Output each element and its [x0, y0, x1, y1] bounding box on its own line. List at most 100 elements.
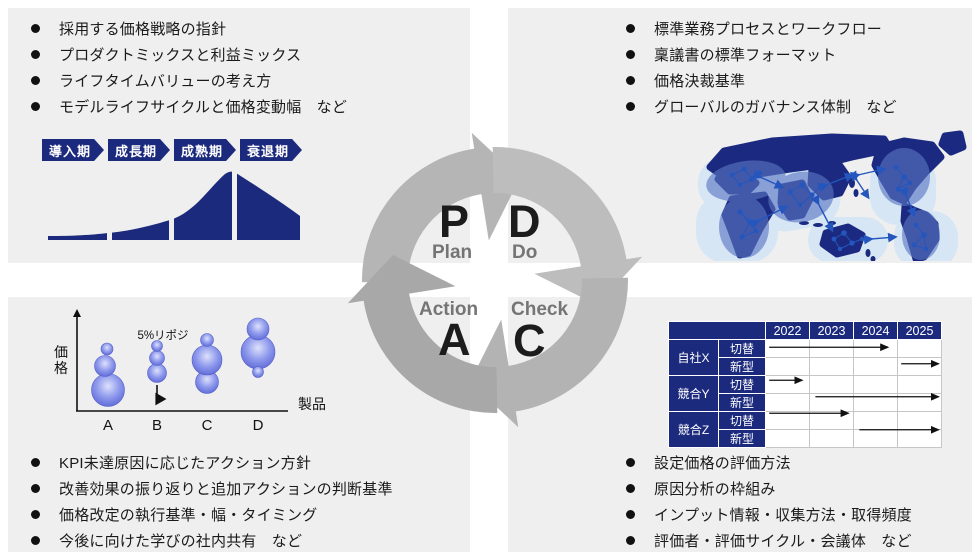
bullet-text: 採用する価格戦略の指針 [59, 20, 227, 38]
timeline-cell [765, 429, 810, 448]
list-item: 価格決裁基準 [626, 67, 897, 93]
bubble-cluster-a [91, 342, 125, 407]
sub-cell: 切替 [718, 375, 766, 394]
bullet-icon [31, 23, 40, 33]
x-axis-label: 製品 [298, 396, 326, 412]
y-axis-label-char1: 価 [54, 344, 68, 360]
bullet-icon [31, 535, 40, 545]
bullet-icon [626, 75, 635, 85]
timeline-cell [897, 393, 942, 412]
lifecycle-curve-chart [48, 163, 300, 243]
pdca-cycle-ring [347, 132, 643, 428]
stage-chevron: 衰退期 [240, 139, 302, 161]
bullet-text: 価格決裁基準 [654, 72, 746, 90]
timeline-cell [809, 339, 854, 358]
gantt-corner-cell [668, 321, 766, 340]
timeline-cell [853, 375, 898, 394]
phase-divider [232, 163, 237, 243]
timeline-cell [765, 393, 810, 412]
cycle-label-do: Do [512, 242, 538, 263]
plan-bullet-list: 採用する価格戦略の指針 プロダクトミックスと利益ミックス ライフタイムバリューの… [31, 15, 347, 119]
bullet-icon [31, 101, 40, 111]
bullet-text: 今後に向けた学びの社内共有 など [59, 532, 303, 550]
bullet-icon [31, 75, 40, 85]
year-header: 2024 [853, 321, 898, 340]
list-item: 原因分析の枠組み [626, 475, 912, 501]
network-nodes [729, 164, 929, 252]
group-cell: 競合Z [668, 411, 719, 448]
bubble-cluster-c [191, 333, 223, 394]
group-cell: 競合Y [668, 375, 719, 412]
list-item: プロダクトミックスと利益ミックス [31, 41, 347, 67]
sub-cell: 新型 [718, 393, 766, 412]
list-item: 設定価格の評価方法 [626, 449, 912, 475]
action-bullet-list: KPI未達原因に応じたアクション方針 改善効果の振り返りと追加アクションの判断基… [31, 449, 393, 553]
y-axis-arrow-icon [73, 309, 81, 317]
bullet-icon [626, 49, 635, 59]
timeline-cell [897, 339, 942, 358]
cycle-label-check: Check [511, 299, 569, 320]
year-header: 2023 [809, 321, 854, 340]
sub-cell: 切替 [718, 411, 766, 430]
timeline-cell [897, 411, 942, 430]
cycle-label-plan: Plan [432, 242, 473, 263]
list-item: 採用する価格戦略の指針 [31, 15, 347, 41]
check-bullet-list: 設定価格の評価方法 原因分析の枠組み インプット情報・収集方法・取得頻度 評価者… [626, 449, 912, 553]
timeline-cell [853, 339, 898, 358]
timeline-cell [765, 375, 810, 394]
category-label: C [202, 417, 213, 434]
bullet-text: 設定価格の評価方法 [654, 454, 791, 472]
bullet-icon [626, 23, 635, 33]
bullet-text: 標準業務プロセスとワークフロー [654, 20, 883, 38]
timeline-cell [809, 393, 854, 412]
bubble-cluster-d [240, 317, 276, 378]
stage-chevron: 成熟期 [174, 139, 236, 161]
bullet-icon [31, 483, 40, 493]
cycle-letter-a: A [438, 314, 471, 365]
stage-chevron: 導入期 [42, 139, 104, 161]
list-item: KPI未達原因に応じたアクション方針 [31, 449, 393, 475]
do-bullet-list: 標準業務プロセスとワークフロー 稟議書の標準フォーマット 価格決裁基準 グローバ… [626, 15, 897, 119]
timeline-cell [809, 411, 854, 430]
bullet-icon [31, 49, 40, 59]
stage-chevron: 成長期 [108, 139, 170, 161]
bullet-text: 改善効果の振り返りと追加アクションの判断基準 [59, 480, 393, 498]
bullet-icon [31, 457, 40, 467]
bullet-text: 稟議書の標準フォーマット [654, 46, 837, 64]
list-item: ライフタイムバリューの考え方 [31, 67, 347, 93]
model-timeline-table: 2022 2023 2024 2025 自社X 切替 新型 競合Y 切替 新型 … [668, 321, 942, 448]
lifecycle-stage-labels: 導入期 成長期 成熟期 衰退期 [42, 139, 302, 161]
bullet-text: ライフタイムバリューの考え方 [59, 72, 272, 90]
category-label: B [152, 417, 162, 434]
phase-divider [107, 163, 112, 243]
bullet-icon [626, 101, 635, 111]
group-cell: 自社X [668, 339, 719, 376]
category-label: A [103, 417, 113, 434]
list-item: インプット情報・収集方法・取得頻度 [626, 501, 912, 527]
bullet-text: KPI未達原因に応じたアクション方針 [59, 454, 312, 472]
bullet-icon [31, 509, 40, 519]
timeline-cell [853, 357, 898, 376]
timeline-cell [853, 429, 898, 448]
bullet-icon [626, 457, 635, 467]
sub-cell: 新型 [718, 357, 766, 376]
global-network-map [696, 130, 967, 261]
bubble-cluster-b [147, 340, 167, 383]
bullet-text: グローバルのガバナンス体制 など [654, 98, 897, 116]
cycle-letter-p: P [439, 196, 470, 247]
list-item: 改善効果の振り返りと追加アクションの判断基準 [31, 475, 393, 501]
bullet-text: プロダクトミックスと利益ミックス [59, 46, 302, 64]
sub-cell: 切替 [718, 339, 766, 358]
timeline-cell [765, 339, 810, 358]
bubble-annotation: 5%リポジ [137, 329, 188, 342]
timeline-cell [853, 393, 898, 412]
bullet-text: 原因分析の枠組み [654, 480, 776, 498]
phase-divider [169, 163, 174, 243]
timeline-cell [897, 375, 942, 394]
list-item: 稟議書の標準フォーマット [626, 41, 897, 67]
bullet-text: インプット情報・収集方法・取得頻度 [654, 506, 912, 524]
year-header: 2022 [765, 321, 810, 340]
cycle-letter-c: C [513, 315, 546, 366]
timeline-cell [897, 357, 942, 376]
